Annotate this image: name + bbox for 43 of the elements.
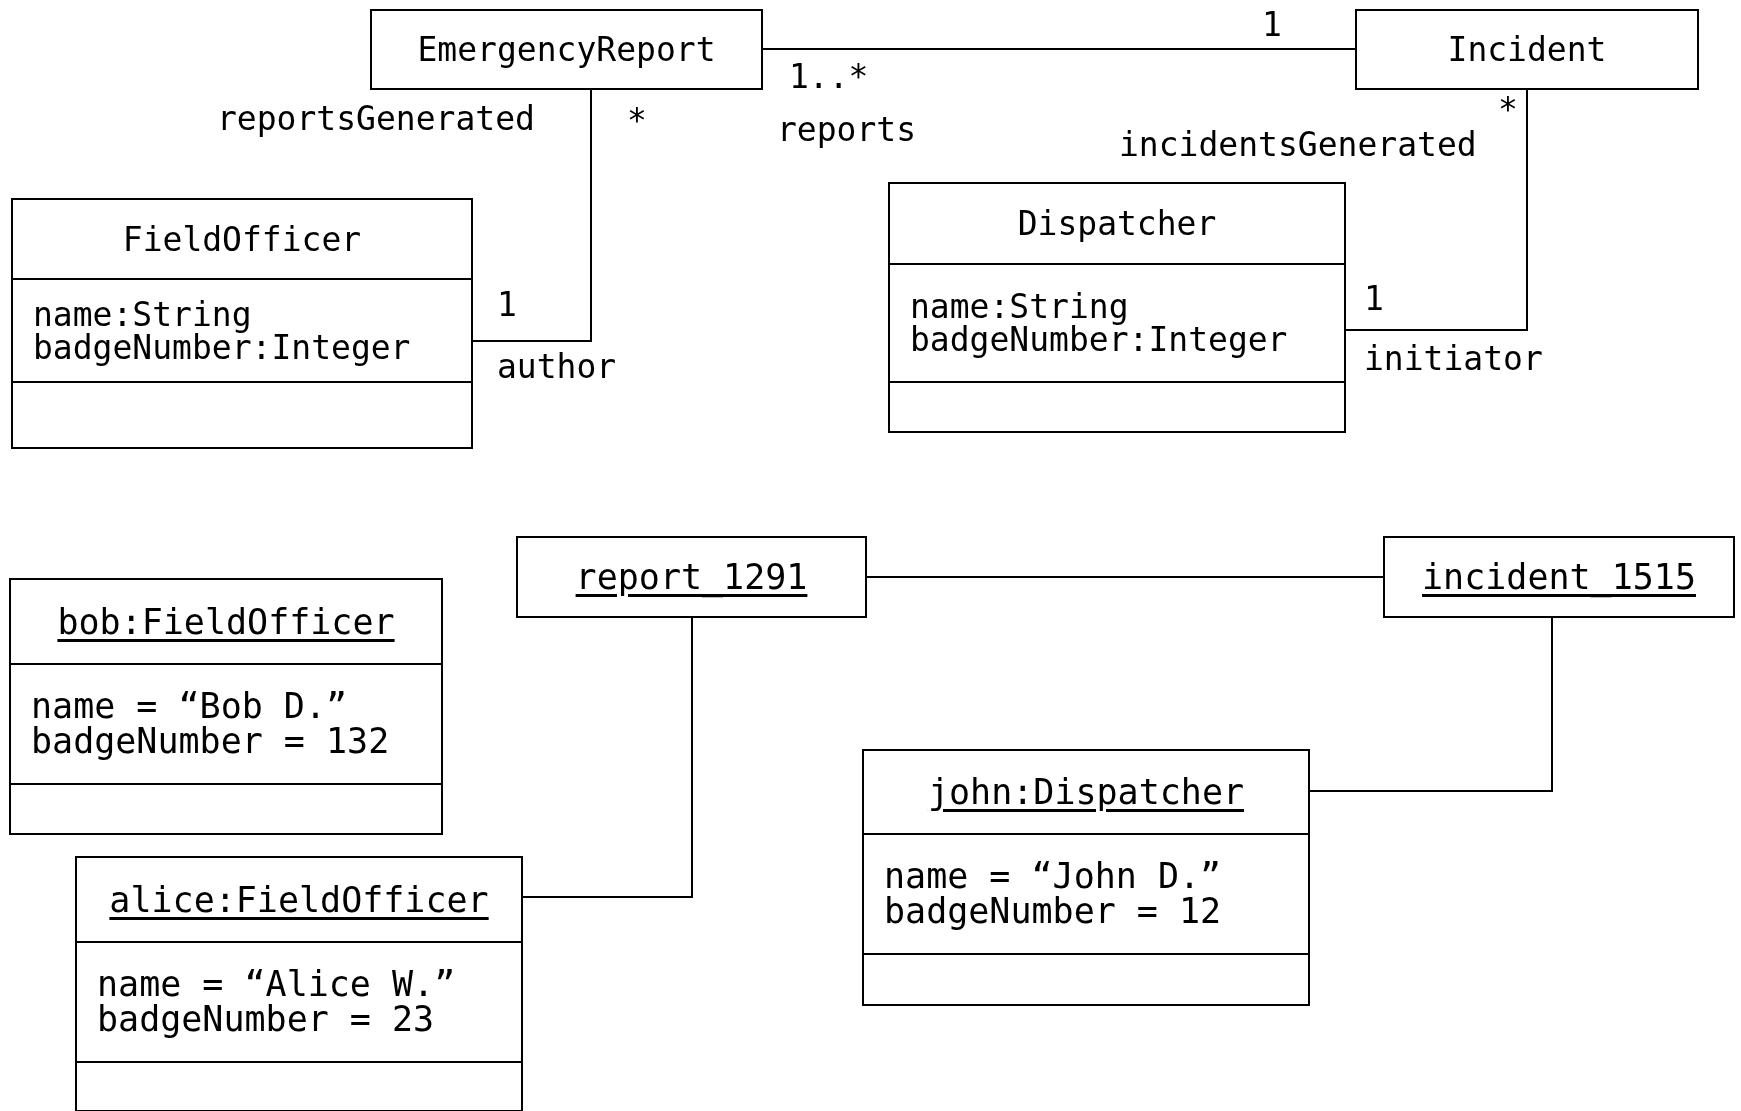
object-box <box>1383 536 1735 618</box>
object-name: alice:FieldOfficer <box>109 879 489 920</box>
association-line <box>1309 617 1553 792</box>
association-end-label: 1..* <box>789 60 869 93</box>
association-end-label: reportsGenerated <box>217 102 535 135</box>
object-name: john:Dispatcher <box>927 772 1245 812</box>
object-box <box>75 856 523 1111</box>
class-box <box>888 182 1346 433</box>
object-box <box>862 749 1310 1006</box>
association-end-label: author <box>497 350 617 383</box>
association-end-label: * <box>627 104 647 137</box>
attribute-text: name:String <box>33 297 252 331</box>
association-end-label: initiator <box>1364 342 1543 375</box>
attribute-text: badgeNumber = 132 <box>31 724 391 759</box>
association-line <box>1345 89 1528 331</box>
association-line <box>866 576 1384 578</box>
class-name: Dispatcher <box>1017 204 1217 243</box>
class-name: Incident <box>1447 30 1607 69</box>
association-end-label: 1 <box>1262 8 1282 41</box>
attribute-text: name = “Bob D.” <box>31 689 349 724</box>
association-end-label: * <box>1498 93 1518 126</box>
object-name: bob:FieldOfficer <box>57 601 395 642</box>
association-end-label: 1 <box>1364 282 1384 315</box>
attribute-text: badgeNumber = 12 <box>884 894 1223 929</box>
attribute-text: name = “John D.” <box>884 859 1223 894</box>
association-end-label: reports <box>777 113 917 146</box>
association-line <box>762 48 1356 50</box>
class-box <box>1355 9 1699 90</box>
object-box <box>9 578 443 835</box>
attribute-text: name:String <box>910 290 1129 323</box>
class-box <box>11 198 473 449</box>
association-end-label: 1 <box>497 288 517 321</box>
class-name: EmergencyReport <box>417 30 716 69</box>
class-box <box>370 9 763 90</box>
association-line <box>472 89 592 342</box>
object-box <box>516 536 867 618</box>
association-end-label: incidentsGenerated <box>1119 128 1477 161</box>
object-name: incident_1515 <box>1422 557 1696 597</box>
attribute-text: badgeNumber = 23 <box>97 1002 436 1037</box>
association-line <box>522 617 693 898</box>
attribute-text: name = “Alice W.” <box>97 967 457 1002</box>
object-name: report_1291 <box>575 557 808 597</box>
class-name: FieldOfficer <box>122 219 362 259</box>
